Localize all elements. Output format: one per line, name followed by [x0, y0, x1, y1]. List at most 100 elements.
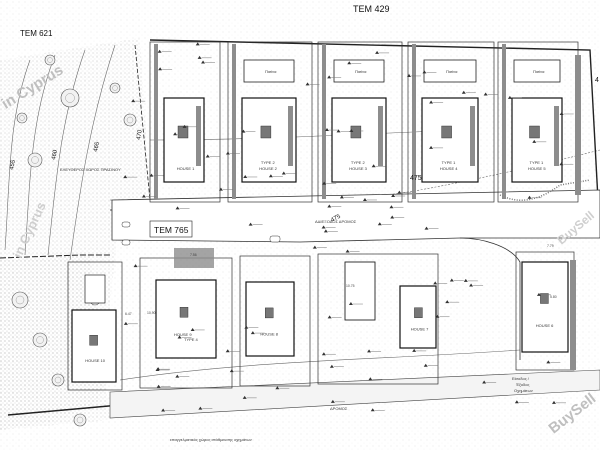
level-mark-icon	[131, 99, 136, 103]
lower-road	[109, 369, 600, 419]
level-marks	[123, 42, 574, 412]
level-mark-icon	[482, 380, 487, 384]
level-mark-icon	[322, 181, 327, 185]
level-mark-icon	[429, 145, 434, 149]
level-mark-icon	[469, 283, 474, 287]
level-mark-icon	[225, 151, 230, 155]
level-mark-icon	[551, 400, 556, 404]
level-mark-icon	[123, 175, 128, 179]
level-mark-icon	[268, 174, 273, 178]
level-mark-icon	[461, 90, 466, 94]
bottom-note: επαγγελματικός χώρος στάθμευσης οχημάτων	[170, 437, 252, 442]
bottom-plot-1: HOUSE 10	[67, 261, 123, 391]
level-mark-icon	[225, 349, 230, 353]
level-mark-icon	[559, 162, 564, 166]
house-outline	[71, 309, 117, 383]
level-mark-icon	[305, 82, 310, 86]
level-mark-icon	[141, 194, 146, 198]
level-mark-icon	[241, 129, 246, 133]
right-edge-label: 4	[595, 77, 599, 84]
level-mark-icon	[327, 315, 332, 319]
tem-429-label: TEM 429	[353, 4, 390, 14]
level-mark-icon	[197, 55, 202, 59]
bottom-plot-4: HOUSE 7	[317, 253, 439, 385]
tem-765-box: TEM 765	[149, 220, 193, 238]
level-mark-icon	[345, 249, 350, 253]
level-mark-icon	[514, 400, 519, 404]
level-mark-icon	[329, 364, 334, 368]
tree-icon	[109, 82, 121, 94]
level-mark-icon	[182, 124, 187, 128]
pool-label: Πισίνα	[446, 69, 458, 74]
top-plot-1: HOUSE 1	[149, 41, 221, 203]
house-name-label: HOUSE 1	[177, 166, 195, 171]
house-7-pool	[84, 248, 376, 321]
level-mark-icon	[123, 321, 128, 325]
contour-460: 460	[51, 149, 59, 161]
dimension-4: 10.90	[147, 311, 156, 315]
level-mark-icon	[424, 226, 429, 230]
level-mark-icon	[370, 408, 375, 412]
tree-icon	[11, 291, 29, 309]
level-mark-icon	[323, 229, 328, 233]
green-space-label: ΕΛΕΥΘΕΡΟΣ ΧΩΡΟΣ ΠΡΑΣΙΝΟΥ	[60, 167, 121, 172]
level-mark-icon	[155, 367, 160, 371]
svg-text:Έξοδος: Έξοδος	[515, 382, 529, 387]
house-type-label: TYPE 1	[442, 160, 457, 165]
level-mark-icon	[429, 100, 434, 104]
level-mark-icon	[161, 408, 166, 412]
level-mark-icon	[367, 349, 372, 353]
level-mark-icon	[156, 384, 161, 388]
level-mark-icon	[175, 374, 180, 378]
pool-label: Πισίνα	[265, 69, 277, 74]
level-mark-icon	[205, 154, 210, 158]
level-mark-icon	[133, 264, 138, 268]
house-name-label: HOUSE 2	[259, 166, 277, 171]
level-mark-icon	[368, 377, 373, 381]
pool-label: Πισίνα	[533, 69, 545, 74]
tree-icon	[60, 88, 80, 108]
level-mark-icon	[177, 335, 182, 339]
level-mark-icon	[201, 60, 206, 64]
house-outline	[245, 281, 295, 357]
right-retaining-wall	[575, 55, 581, 195]
level-mark-icon	[190, 327, 195, 331]
level-mark-icon	[281, 171, 286, 175]
tem-621-label: TEM 621	[20, 29, 53, 38]
house-outline	[511, 97, 563, 183]
right-lower-wall	[570, 260, 576, 370]
bottom-plot-5: HOUSE 6	[515, 251, 575, 371]
level-mark-icon	[325, 128, 330, 132]
level-mark-icon	[242, 395, 247, 399]
road-text-upper: ΑΔΙΕΞΟΔΟΣ ΔΡΟΜΟΣ	[315, 219, 357, 224]
level-mark-icon	[195, 42, 200, 46]
svg-text:Είσοδος /: Είσοδος /	[512, 376, 530, 381]
level-mark-icon	[218, 187, 223, 191]
entrance-note: Είσοδος / Έξοδος Οχημάτων	[512, 376, 533, 393]
level-mark-icon	[327, 204, 332, 208]
level-mark-icon	[397, 190, 402, 194]
level-mark-icon	[546, 360, 551, 364]
house-outline	[331, 97, 387, 183]
tree-icon	[73, 413, 87, 427]
house-name-label: HOUSE 7	[411, 327, 429, 332]
level-mark-icon	[330, 399, 335, 403]
level-mark-icon	[407, 73, 412, 77]
contour-465: 465	[93, 141, 101, 153]
upper-road	[111, 179, 600, 360]
house-outline	[421, 97, 479, 183]
level-mark-icon	[435, 314, 440, 318]
level-mark-icon	[347, 61, 352, 65]
road-text-lower: ΔΡΟΜΟΣ	[330, 406, 348, 411]
house-name-label: HOUSE 5	[528, 166, 546, 171]
level-mark-icon	[412, 348, 417, 352]
level-mark-icon	[198, 406, 203, 410]
svg-text:Οχημάτων: Οχημάτων	[514, 388, 533, 393]
house-outline	[521, 261, 569, 353]
